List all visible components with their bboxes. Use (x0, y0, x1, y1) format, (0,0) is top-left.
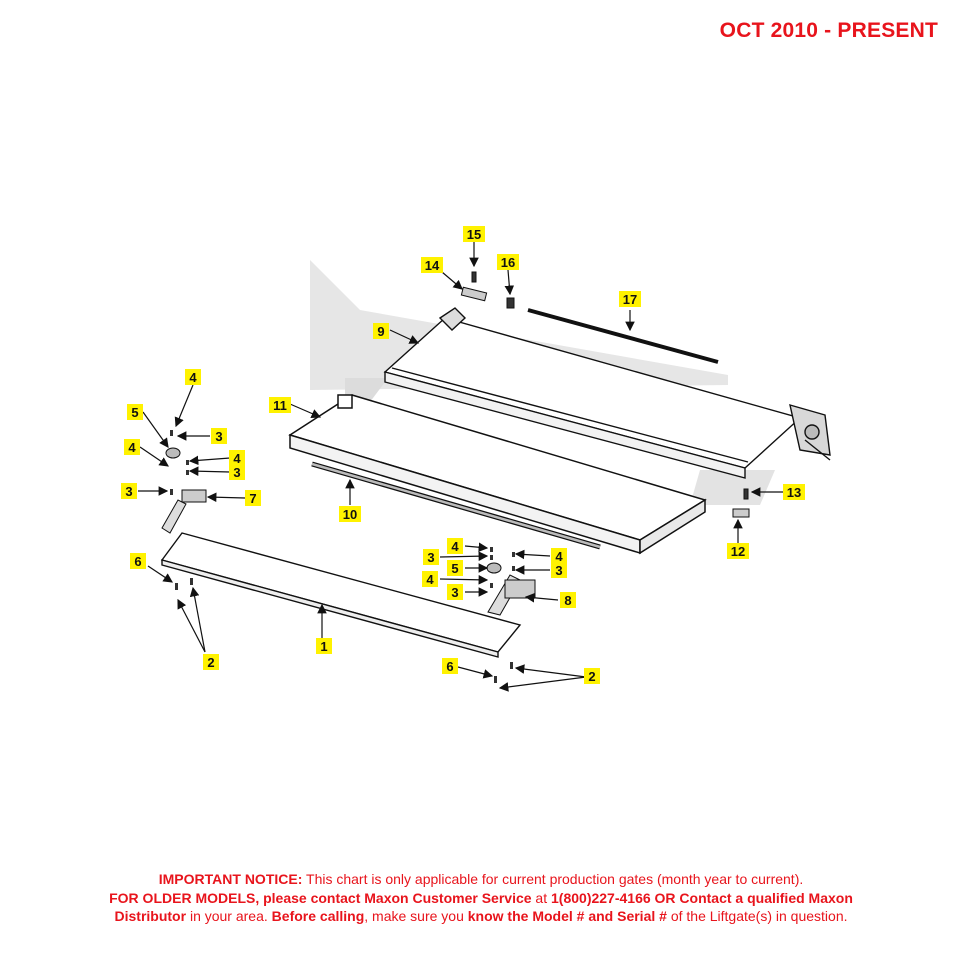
svg-text:4: 4 (128, 440, 136, 455)
callout-4f: 4 (422, 571, 438, 587)
svg-text:3: 3 (233, 465, 240, 480)
callout-4b: 4 (124, 439, 140, 455)
base-plate (160, 532, 522, 658)
callout-15: 15 (463, 226, 485, 242)
important-notice: IMPORTANT NOTICE: This chart is only app… (40, 870, 922, 926)
callout-11: 11 (269, 397, 291, 413)
callout-3c: 3 (121, 483, 137, 499)
svg-text:17: 17 (623, 292, 637, 307)
callout-6b: 6 (442, 658, 458, 674)
notice-line-3: Distributor in your area. Before calling… (114, 908, 848, 924)
callout-9: 9 (373, 323, 389, 339)
callout-3a: 3 (211, 428, 227, 444)
callout-10: 10 (339, 506, 361, 522)
svg-text:4: 4 (555, 549, 563, 564)
callout-2b: 2 (584, 668, 600, 684)
hinge-left (161, 447, 207, 534)
svg-text:4: 4 (451, 539, 459, 554)
svg-text:7: 7 (249, 491, 256, 506)
callout-3d: 3 (423, 549, 439, 565)
svg-text:14: 14 (425, 258, 440, 273)
svg-text:16: 16 (501, 255, 515, 270)
callout-14: 14 (421, 257, 443, 273)
svg-text:3: 3 (125, 484, 132, 499)
svg-text:11: 11 (273, 398, 287, 413)
svg-text:10: 10 (343, 507, 357, 522)
svg-text:13: 13 (787, 485, 801, 500)
callout-13: 13 (783, 484, 805, 500)
platform-main (288, 394, 707, 555)
svg-text:2: 2 (588, 669, 595, 684)
svg-text:6: 6 (446, 659, 453, 674)
svg-text:15: 15 (467, 227, 481, 242)
callout-12: 12 (727, 543, 749, 559)
notice-line-1: IMPORTANT NOTICE: This chart is only app… (158, 871, 804, 887)
callout-4a: 4 (185, 369, 201, 385)
leader-arrows (138, 242, 785, 692)
callout-8: 8 (560, 592, 576, 608)
svg-text:6: 6 (134, 554, 141, 569)
svg-text:1: 1 (320, 639, 327, 654)
callout-17: 17 (619, 291, 641, 307)
svg-text:3: 3 (555, 563, 562, 578)
hinge-right (486, 562, 536, 616)
callout-4d: 4 (447, 538, 463, 554)
svg-text:4: 4 (233, 451, 241, 466)
callout-7: 7 (245, 490, 261, 506)
svg-text:3: 3 (451, 585, 458, 600)
svg-text:2: 2 (207, 655, 214, 670)
rod-17 (527, 308, 719, 364)
callout-4c: 4 (229, 450, 245, 466)
svg-text:5: 5 (451, 561, 458, 576)
fasteners (170, 430, 515, 683)
callout-16: 16 (497, 254, 519, 270)
callout-1: 1 (316, 638, 332, 654)
notice-line-2: FOR OLDER MODELS, please contact Maxon C… (109, 889, 853, 906)
pin-assembly-14-16 (460, 271, 515, 309)
svg-text:3: 3 (215, 429, 222, 444)
date-range-title: OCT 2010 - PRESENT (719, 19, 938, 42)
svg-text:4: 4 (426, 572, 434, 587)
callout-3e: 3 (551, 562, 567, 578)
callout-5a: 5 (127, 404, 143, 420)
svg-text:9: 9 (377, 324, 384, 339)
svg-text:5: 5 (131, 405, 138, 420)
callout-labels: 15 14 16 17 9 11 4 5 3 4 4 3 3 7 10 13 1… (121, 226, 805, 684)
pin-12-13 (732, 488, 750, 518)
svg-text:3: 3 (427, 550, 434, 565)
svg-text:8: 8 (564, 593, 571, 608)
svg-text:4: 4 (189, 370, 197, 385)
callout-5b: 5 (447, 560, 463, 576)
callout-6a: 6 (130, 553, 146, 569)
callout-3f: 3 (447, 584, 463, 600)
callout-3b: 3 (229, 464, 245, 480)
callout-4e: 4 (551, 548, 567, 564)
platform-upper (383, 307, 831, 479)
svg-text:12: 12 (731, 544, 745, 559)
callout-2a: 2 (203, 654, 219, 670)
